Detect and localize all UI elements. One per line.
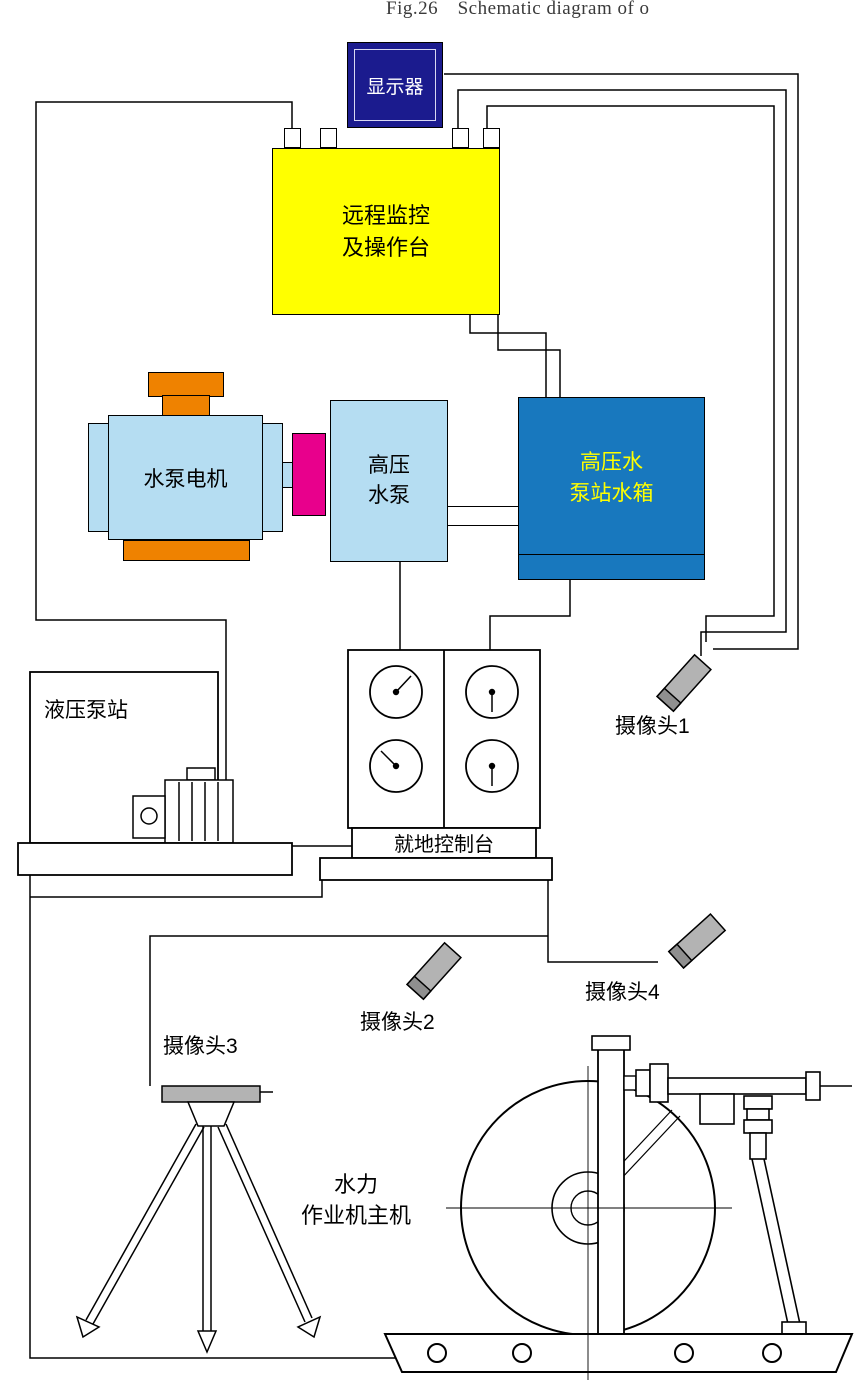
machine-base — [383, 1333, 854, 1373]
machine-label: 水力 作业机主机 — [300, 1172, 411, 1228]
wire-right-3 — [486, 105, 775, 642]
camera-1-icon — [656, 653, 712, 713]
hydraulic-station-label: 液压泵站 — [44, 699, 128, 722]
machine-centerlines — [446, 1066, 732, 1380]
hp-pump-label: 高压 水泵 — [368, 453, 410, 507]
gauge-bottom-left — [369, 739, 423, 793]
camera-2-label: 摄像头2 — [360, 1011, 435, 1034]
camera-4-icon — [667, 913, 727, 969]
wire-right-1 — [444, 73, 799, 650]
monitor-box: 显示器 — [347, 42, 443, 128]
wire-bottom-left — [29, 875, 396, 1359]
cable-wires — [29, 73, 799, 1359]
equipment-platform — [17, 842, 293, 876]
motor-base — [123, 540, 250, 561]
tank-box: 高压水 泵站水箱 — [518, 397, 705, 580]
coupling — [292, 433, 326, 516]
wire-base-link — [30, 880, 323, 898]
wire-camera4 — [547, 880, 658, 963]
camera-2-icon — [406, 941, 462, 1001]
pump-motor-body: 水泵电机 — [108, 415, 263, 540]
console-tab-3 — [452, 128, 469, 148]
camera-1-label: 摄像头1 — [615, 715, 690, 738]
local-console-label-box — [351, 827, 537, 859]
gauge-top-right — [465, 665, 519, 719]
tank-divider-line — [519, 554, 704, 555]
machine-mast — [597, 1047, 625, 1337]
motor-top-flange-neck — [162, 395, 210, 416]
figure-caption: Fig.26 Schematic diagram of o — [386, 0, 650, 19]
monitor-screen: 显示器 — [354, 49, 436, 121]
pump-motor-right-cap — [262, 423, 283, 532]
camera-4-label: 摄像头4 — [585, 981, 660, 1004]
wire-console-tank-1 — [469, 315, 547, 397]
local-console-base — [319, 857, 553, 881]
wire-right-2 — [457, 89, 787, 656]
wire-tank-localconsole — [489, 580, 571, 650]
remote-console-box: 远程监控 及操作台 — [272, 148, 500, 315]
pipe — [448, 506, 518, 526]
console-tab-2 — [320, 128, 337, 148]
gauge-bottom-right — [465, 739, 519, 793]
camera-3-label: 摄像头3 — [163, 1035, 238, 1058]
remote-console-label: 远程监控 及操作台 — [341, 202, 430, 260]
pump-motor-label: 水泵电机 — [143, 467, 228, 491]
console-tab-1 — [284, 128, 301, 148]
wire-camera2-3 — [149, 935, 548, 1086]
gauge-top-left — [369, 665, 423, 719]
motor-top-flange — [148, 372, 224, 397]
local-console-label: 就地控制台 — [394, 834, 494, 856]
camera-3-tripod-icon — [75, 1085, 322, 1354]
monitor-label: 显示器 — [366, 76, 424, 98]
console-tab-4 — [483, 128, 500, 148]
wire-left-loop — [35, 101, 293, 848]
hp-pump-box: 高压 水泵 — [330, 400, 448, 562]
machine-drawing — [383, 1035, 854, 1380]
tank-label: 高压水 泵站水箱 — [569, 451, 654, 505]
local-console-panel — [319, 649, 553, 881]
machine-arm — [635, 1063, 852, 1335]
pump-motor-left-cap — [88, 423, 109, 532]
wire-console-tank-2 — [497, 315, 561, 397]
